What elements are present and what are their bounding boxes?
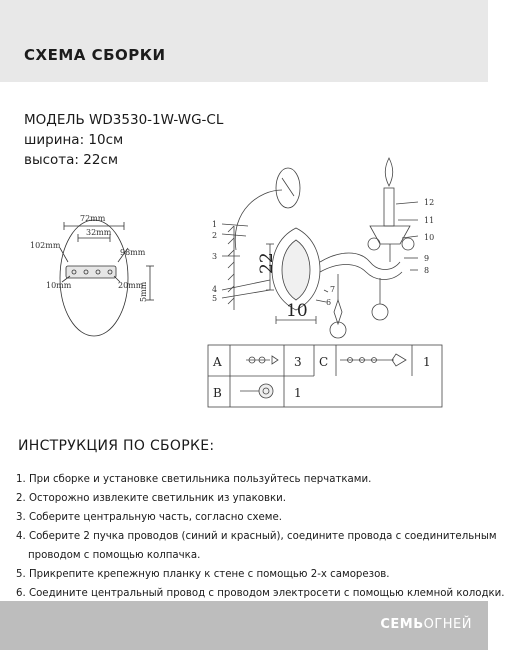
part-number: 1 xyxy=(212,220,217,229)
model-name: МОДЕЛЬ WD3530-1W-WG-CL xyxy=(24,112,224,128)
fixture-dim-width: 10 xyxy=(286,301,308,321)
height-spec: высота: 22см xyxy=(24,152,119,168)
plate-hole xyxy=(71,269,77,275)
instruction-step: 6. Соедините центральный провод с провод… xyxy=(16,588,505,599)
part-number: 6 xyxy=(326,298,331,307)
wire-zoom-circle xyxy=(275,167,301,209)
part-number: 10 xyxy=(424,233,434,242)
footer-bar: СЕМЬОГНЕЙ xyxy=(0,601,488,650)
part-c-qty: 1 xyxy=(423,355,431,369)
instructions-title: ИНСТРУКЦИЯ ПО СБОРКЕ: xyxy=(18,438,215,454)
part-c-letter: C xyxy=(319,355,328,369)
part-number: 8 xyxy=(424,266,429,275)
width-spec: ширина: 10см xyxy=(24,132,124,148)
instruction-step: 3. Соберите центральную часть, согласно … xyxy=(16,512,282,523)
brand-logo: СЕМЬОГНЕЙ xyxy=(380,617,472,632)
plate-hole xyxy=(83,269,89,275)
dim-5: 5mm xyxy=(139,281,148,302)
part-a-letter: A xyxy=(212,355,222,369)
dim-72: 72mm xyxy=(80,214,106,223)
part-number: 5 xyxy=(212,294,217,303)
instruction-step: 2. Осторожно извлеките светильник из упа… xyxy=(16,493,287,504)
plate-hole xyxy=(95,269,101,275)
part-number: 12 xyxy=(424,198,434,207)
dim-10: 10mm xyxy=(46,281,72,290)
page-title: СХЕМА СБОРКИ xyxy=(24,46,166,64)
part-number: 2 xyxy=(212,231,217,240)
plate-hole xyxy=(107,269,113,275)
dim-98: 98mm xyxy=(120,248,146,257)
part-b-qty: 1 xyxy=(294,386,302,400)
part-b-letter: B xyxy=(213,386,222,400)
part-number: 9 xyxy=(424,254,429,263)
fixture-dim-height: 22 xyxy=(257,252,277,274)
part-number: 3 xyxy=(212,252,217,261)
instruction-step-continued: проводом с помощью колпачка. xyxy=(28,550,201,561)
instruction-step: 1. При сборке и установке светильника по… xyxy=(16,474,372,485)
dim-102: 102mm xyxy=(30,241,61,250)
dim-32: 32mm xyxy=(86,228,112,237)
part-number: 4 xyxy=(212,285,217,294)
brand-bold: СЕМЬ xyxy=(380,617,424,632)
parts-table xyxy=(207,344,443,408)
brand-light: ОГНЕЙ xyxy=(423,617,472,632)
mounting-plate-drawing xyxy=(59,219,154,337)
instruction-list: 1. При сборке и установке светильника по… xyxy=(16,470,505,603)
header-bar: СХЕМА СБОРКИ xyxy=(0,0,488,82)
assembly-diagram: 72mm 32mm 102mm 98mm 10mm 20mm 5mm xyxy=(30,157,443,408)
dim-20: 20mm xyxy=(118,281,144,290)
part-a-qty: 3 xyxy=(294,355,302,369)
part-number: 11 xyxy=(424,216,434,225)
instruction-step: 4. Соберите 2 пучка проводов (синий и кр… xyxy=(16,531,497,542)
instruction-step: 5. Прикрепите крепежную планку к стене с… xyxy=(16,569,390,580)
plate-outline xyxy=(59,219,129,337)
part-number: 7 xyxy=(330,285,335,294)
model-specs: МОДЕЛЬ WD3530-1W-WG-CL ширина: 10см высо… xyxy=(24,110,223,170)
fixture-drawing xyxy=(221,157,419,339)
plate-bar xyxy=(65,265,117,279)
